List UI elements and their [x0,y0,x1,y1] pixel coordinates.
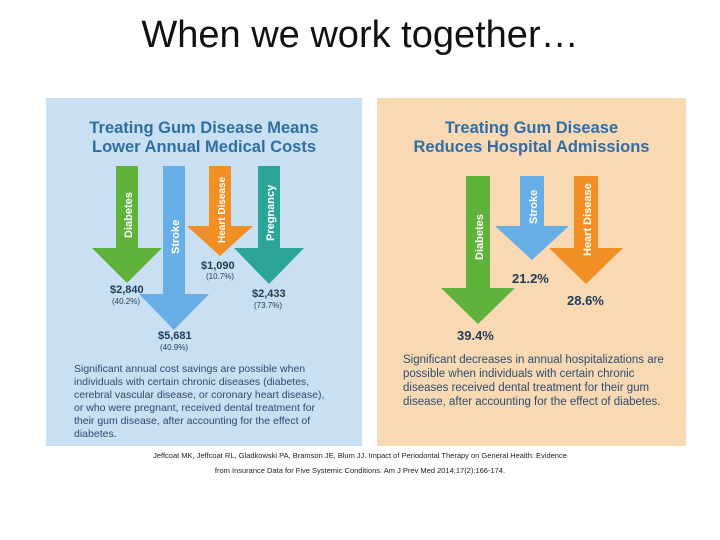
slide-title: When we work together… [141,14,579,56]
arrow-down-icon [92,166,162,283]
right-panel: Treating Gum Disease Reduces Hospital Ad… [377,98,686,446]
left-panel-caption: Significant annual cost savings are poss… [74,363,325,440]
arrow-down-icon [139,166,209,330]
percent-stroke: (40.9%) [160,343,188,352]
arrow-down-icon [234,166,304,284]
arrow-down-icon [441,176,515,324]
arrow-label-stroke: Stroke [170,220,182,254]
citation-line2: from Insurance Data for Five Systemic Co… [214,466,506,475]
right-panel-caption: Significant decreases in annual hospital… [403,354,664,408]
arrow-label-diabetes: Diabetes [474,214,486,260]
left-panel-title-line2: Lower Annual Medical Costs [91,138,316,156]
left-panel-title-line1: Treating Gum Disease Means [89,119,319,137]
percent-diabetes: (40.2%) [112,297,140,306]
arrow-label-stroke: Stroke [528,190,540,224]
heart-disease-cost-arrow: Heart Disease $1,090 (10.7%) [187,166,253,281]
amount-pregnancy: $2,433 [252,288,286,300]
arrow-down-icon [495,176,569,260]
heart-disease-admission-arrow: Heart Disease 28.6% [549,176,623,308]
value-stroke: 21.2% [512,271,549,286]
right-arrows-graphic: Diabetes 39.4% Stroke 21.2% Heart Diseas… [441,176,623,343]
arrow-label-heart-disease: Heart Disease [217,176,228,243]
citation-line1: Jeffcoat MK, Jeffcoat RL, Gladkowski PA,… [153,451,567,460]
percent-pregnancy: (73.7%) [254,301,282,310]
left-panel: Treating Gum Disease Means Lower Annual … [46,98,362,446]
amount-stroke: $5,681 [158,330,192,342]
arrow-label-heart-disease: Heart Disease [582,183,594,256]
amount-heart-disease: $1,090 [201,260,235,272]
value-heart-disease: 28.6% [567,293,604,308]
value-diabetes: 39.4% [457,328,494,343]
arrow-down-icon [549,176,623,284]
right-panel-title-line2: Reduces Hospital Admissions [413,138,650,156]
diabetes-cost-arrow: Diabetes $2,840 (40.2%) [92,166,162,306]
stroke-admission-arrow: Stroke 21.2% [495,176,569,286]
diabetes-admission-arrow: Diabetes 39.4% [441,176,515,343]
arrow-down-icon [187,166,253,256]
percent-heart-disease: (10.7%) [206,272,234,281]
stroke-cost-arrow: Stroke $5,681 (40.9%) [139,166,209,352]
right-panel-title-line1: Treating Gum Disease [444,119,619,137]
pregnancy-cost-arrow: Pregnancy $2,433 (73.7%) [234,166,304,310]
left-arrows-graphic: Diabetes $2,840 (40.2%) Stroke $5,681 (4… [92,166,304,352]
amount-diabetes: $2,840 [110,284,144,296]
arrow-label-diabetes: Diabetes [123,192,135,238]
arrow-label-pregnancy: Pregnancy [265,184,277,241]
